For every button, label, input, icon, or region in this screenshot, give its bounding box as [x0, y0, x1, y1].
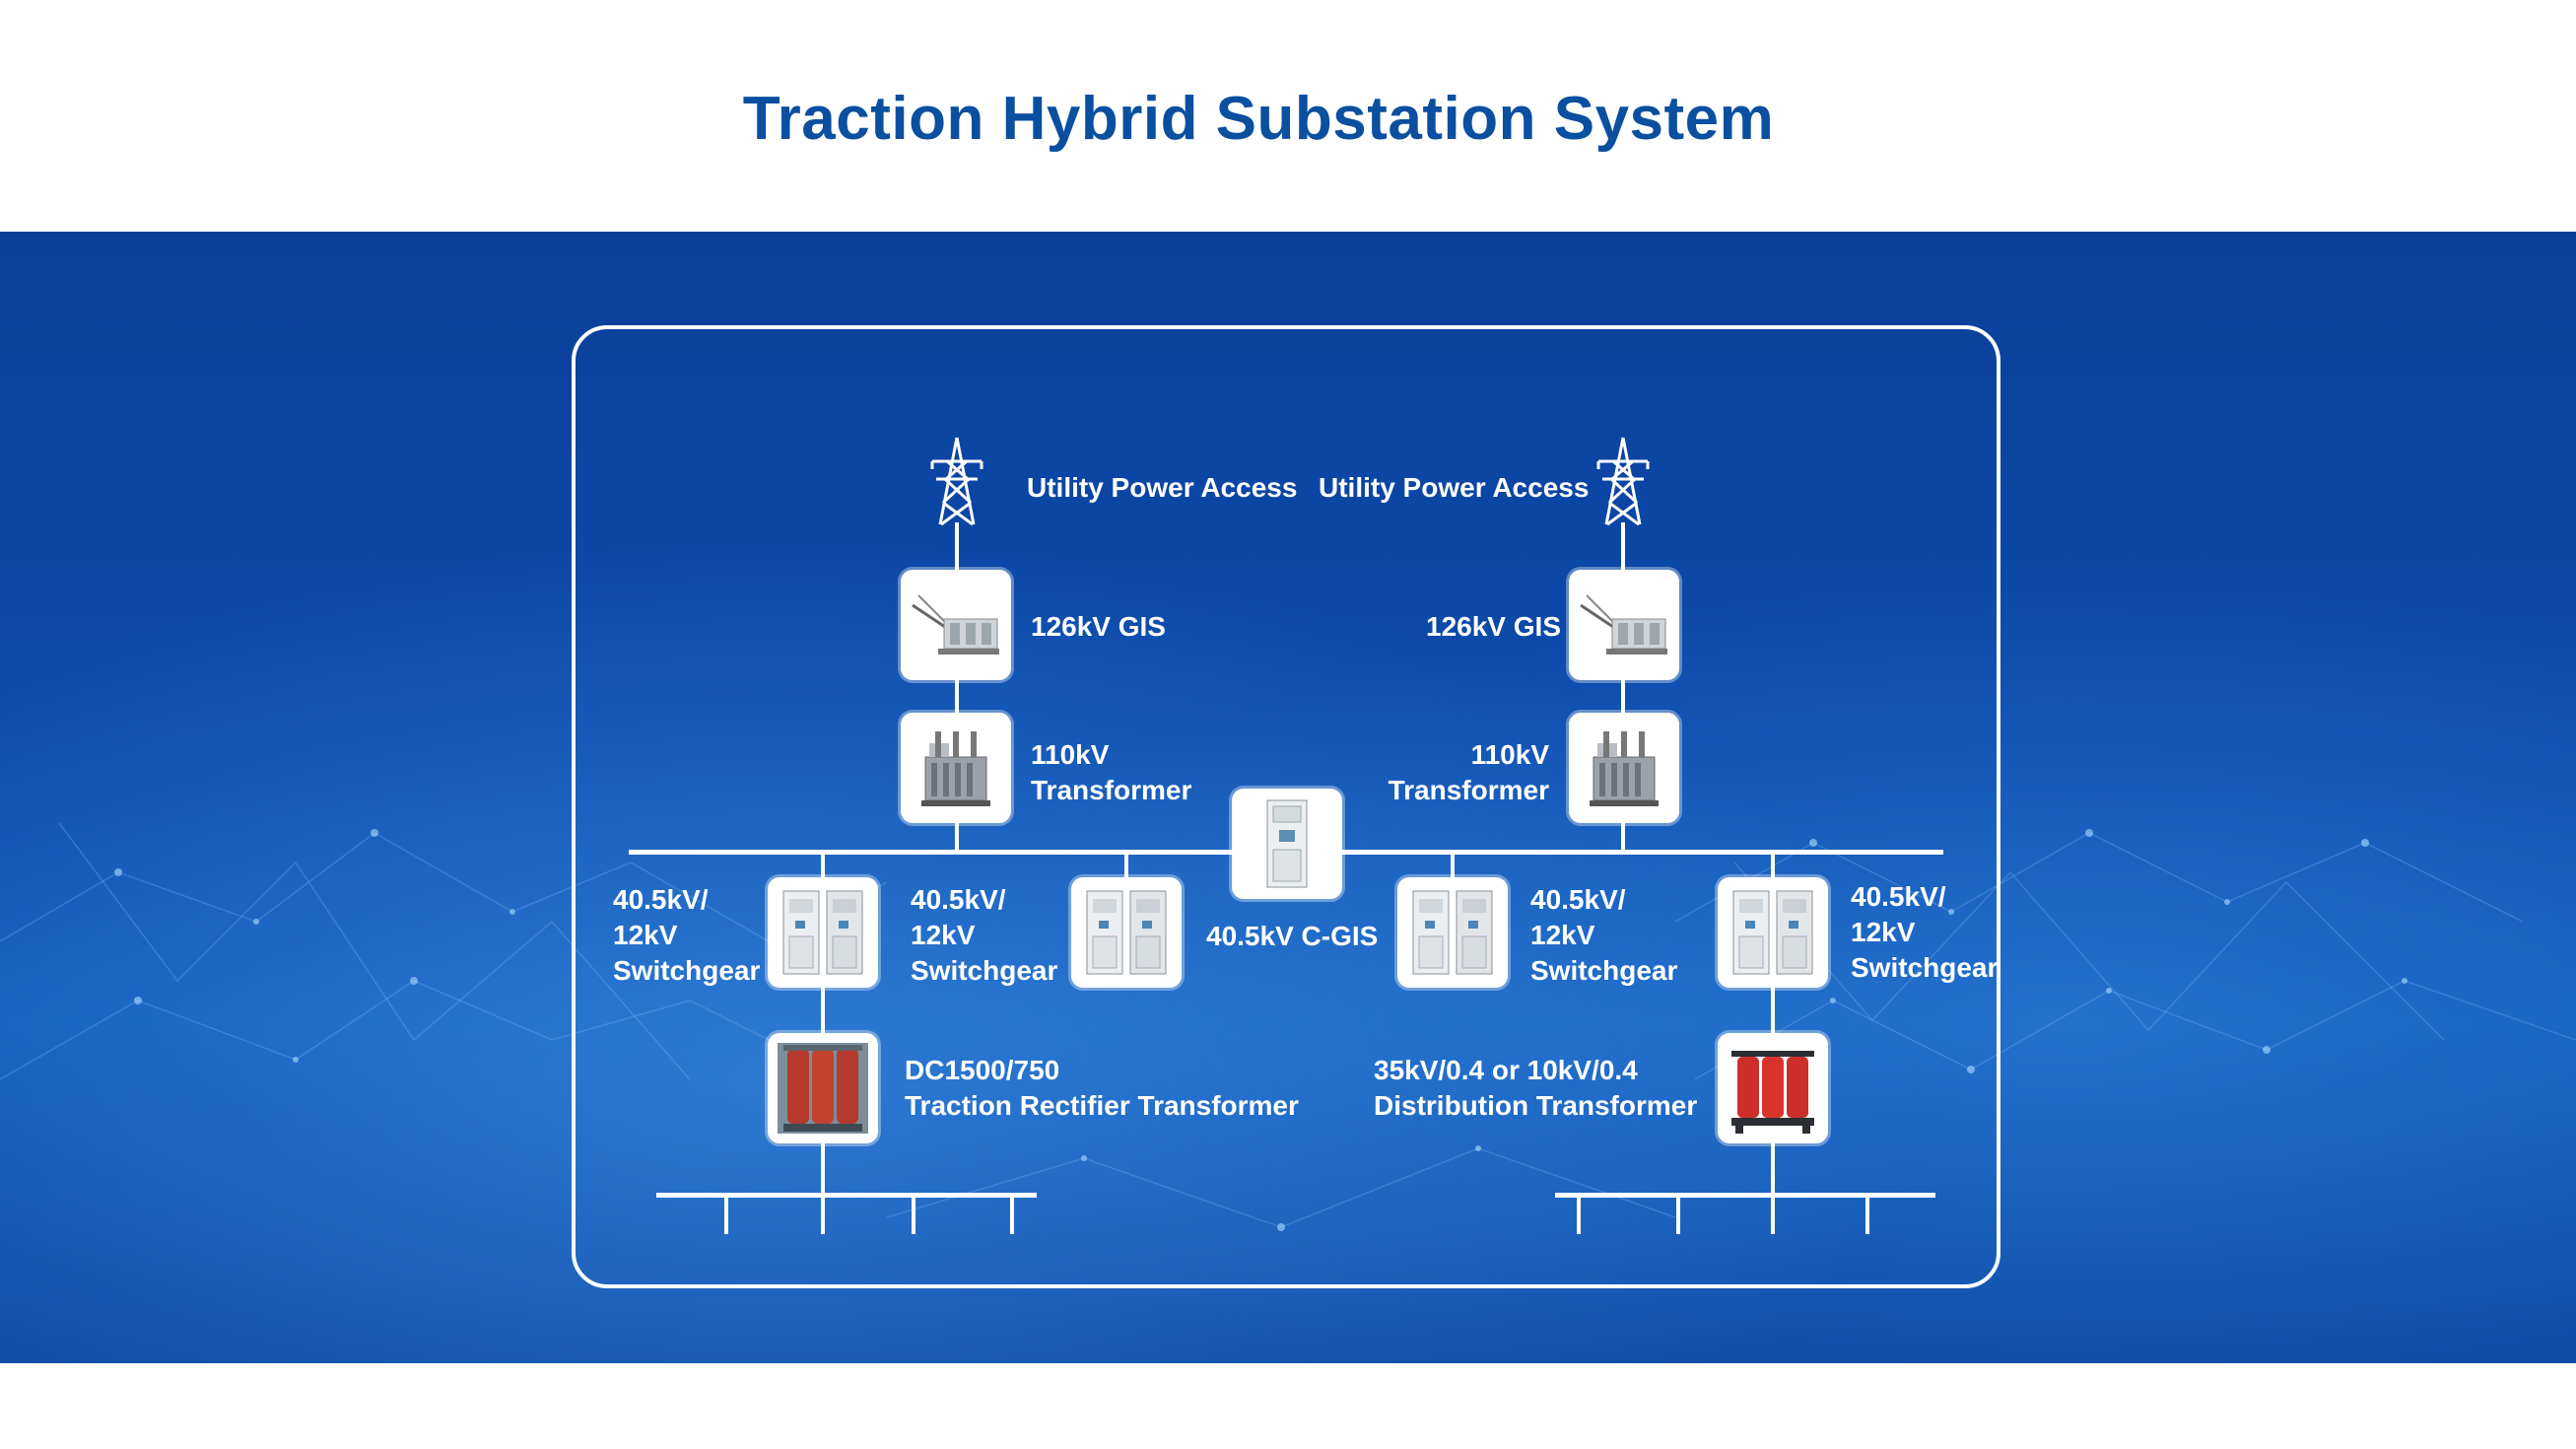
label-rectifier-transformer: DC1500/750 Traction Rectifier Transforme…	[905, 1055, 1299, 1121]
distribution-transformer-box	[1718, 1033, 1828, 1143]
wire-bus-switchgear-2	[1124, 854, 1128, 879]
label-c-gis: 40.5kV C-GIS	[1206, 921, 1379, 951]
wire-left-tower-gis	[955, 522, 959, 572]
wire-distribution-lower-bus	[1771, 1143, 1775, 1234]
lower-right-busbar	[1555, 1193, 1935, 1198]
gis-equipment-icon	[1580, 594, 1667, 655]
wire-right-gis-transformer	[1621, 680, 1625, 714]
wire-bus-switchgear-1	[821, 854, 825, 879]
feeder-left-1	[724, 1197, 728, 1234]
diagram-frame	[572, 325, 2000, 1288]
switchgear-cabinet-icon	[1086, 890, 1167, 975]
c-gis-box	[1232, 789, 1342, 899]
feeder-left-3	[1010, 1197, 1014, 1234]
switchgear-2-box	[1071, 877, 1182, 988]
switchgear-3-box	[1397, 877, 1508, 988]
wire-right-transformer-bus	[1621, 822, 1625, 854]
label-transformer-right: 110kV Transformer	[1388, 739, 1549, 805]
wire-left-transformer-bus	[955, 822, 959, 854]
feeder-right-2	[1676, 1197, 1680, 1234]
network-pattern-decoration	[0, 822, 2576, 1231]
switchgear-cabinet-icon	[1732, 890, 1813, 975]
label-gis-right: 126kV GIS	[1426, 611, 1561, 642]
label-utility-power-access-right: Utility Power Access	[1319, 472, 1590, 503]
lower-left-busbar	[656, 1193, 1037, 1198]
switchgear-1-box	[768, 877, 878, 988]
label-gis-left: 126kV GIS	[1031, 611, 1166, 642]
gis-equipment-icon	[912, 594, 999, 655]
label-distribution-transformer: 35kV/0.4 or 10kV/0.4 Distribution Transf…	[1374, 1055, 1698, 1121]
label-switchgear-2: 40.5kV/ 12kV Switchgear	[911, 884, 1058, 986]
gis-right-box	[1569, 570, 1679, 680]
label-switchgear-3: 40.5kV/ 12kV Switchgear	[1530, 884, 1678, 986]
transmission-tower-icon	[930, 437, 983, 526]
gis-left-box	[901, 570, 1011, 680]
rectifier-transformer-icon	[778, 1043, 868, 1134]
wire-bus-switchgear-4	[1771, 854, 1775, 879]
label-utility-power-access-left: Utility Power Access	[1027, 472, 1298, 503]
power-transformer-icon	[1590, 731, 1659, 806]
wire-switchgear-1-rectifier	[821, 988, 825, 1035]
wire-left-gis-transformer	[955, 680, 959, 714]
wire-switchgear-4-distribution	[1771, 988, 1775, 1035]
feeder-right-3	[1865, 1197, 1869, 1234]
distribution-transformer-icon	[1731, 1051, 1814, 1134]
rectifier-transformer-box	[768, 1033, 878, 1143]
transmission-tower-icon	[1596, 437, 1650, 526]
page-title: Traction Hybrid Substation System	[742, 85, 1775, 153]
feeder-right-1	[1577, 1197, 1581, 1234]
switchgear-cabinet-icon	[1412, 890, 1493, 975]
wire-rectifier-lower-bus	[821, 1143, 825, 1234]
label-transformer-left: 110kV Transformer	[1031, 739, 1192, 805]
power-transformer-icon	[921, 731, 990, 806]
power-transformer-left-box	[901, 713, 1011, 823]
switchgear-cabinet-icon	[782, 890, 863, 975]
label-switchgear-4: 40.5kV/ 12kV Switchgear	[1851, 881, 1999, 983]
wire-right-tower-gis	[1621, 522, 1625, 572]
wire-bus-switchgear-3	[1451, 854, 1455, 879]
c-gis-cabinet-icon	[1266, 799, 1308, 888]
switchgear-4-box	[1718, 877, 1828, 988]
feeder-left-2	[912, 1197, 915, 1234]
power-transformer-right-box	[1569, 713, 1679, 823]
label-switchgear-1: 40.5kV/ 12kV Switchgear	[613, 884, 761, 986]
